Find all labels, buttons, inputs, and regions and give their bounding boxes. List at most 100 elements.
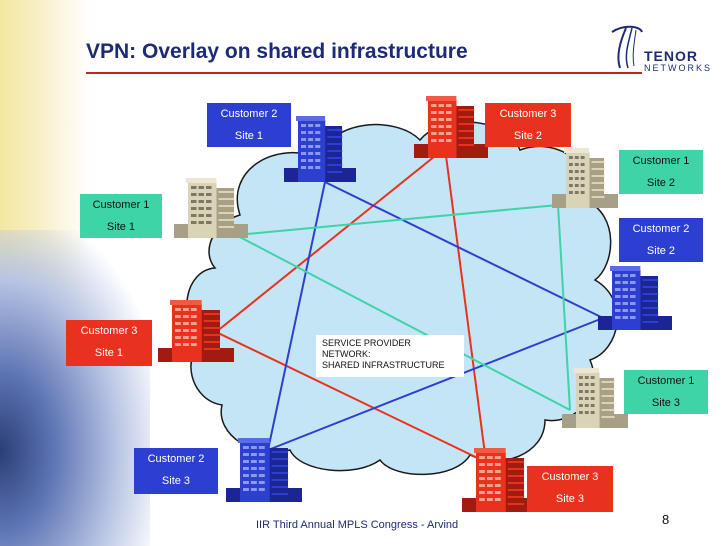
building-window	[271, 458, 289, 460]
building-window	[601, 402, 615, 404]
link-c1s1-c1s3	[235, 234, 571, 411]
building-window	[431, 139, 437, 142]
building-window	[642, 300, 659, 302]
building-window	[507, 475, 525, 477]
building-window	[301, 145, 307, 148]
building-window	[308, 124, 314, 127]
building-front	[240, 442, 270, 502]
building-window	[507, 461, 525, 463]
building-window	[190, 315, 197, 318]
link-c2s2-c2s3	[267, 317, 604, 451]
building-window	[507, 503, 525, 505]
building-window	[486, 470, 493, 473]
building-roof	[610, 266, 641, 271]
building-roof	[426, 96, 457, 101]
building-roof	[170, 300, 202, 305]
tenor-logo: TENOR NETWORKS	[606, 22, 718, 74]
building-window	[591, 196, 605, 198]
building-window	[243, 488, 249, 491]
building-window	[438, 118, 445, 121]
label-site: Site 1	[94, 347, 124, 359]
building-window	[431, 125, 437, 128]
building-window	[601, 395, 615, 397]
building-window	[175, 336, 181, 339]
building-window	[458, 116, 475, 118]
building-window	[590, 376, 595, 379]
building-window	[494, 477, 501, 480]
building-window	[584, 397, 589, 400]
building-window	[191, 193, 197, 196]
building-window	[458, 130, 475, 132]
building-window	[271, 451, 289, 453]
building-window	[494, 491, 501, 494]
building-window	[438, 111, 445, 114]
building-window	[458, 137, 475, 139]
building-window	[580, 163, 585, 166]
building-window	[182, 329, 189, 332]
building-window	[315, 166, 321, 169]
building-window	[243, 467, 249, 470]
building-icon-c3s1	[158, 300, 234, 362]
building-window	[203, 348, 221, 350]
building-window	[590, 390, 595, 393]
building-window	[190, 329, 197, 332]
building-window	[580, 191, 585, 194]
service-provider-label: SERVICE PROVIDER NETWORK: SHARED INFRAST…	[316, 335, 464, 377]
building-icon-c3s3	[462, 448, 538, 512]
link-c3s2-c3s1	[215, 147, 446, 333]
building-window	[218, 226, 235, 228]
building-side	[639, 276, 658, 330]
building-window	[438, 104, 445, 107]
building-window	[479, 463, 485, 466]
building-window	[446, 104, 452, 107]
building-window	[431, 111, 437, 114]
building-window	[218, 212, 235, 214]
building-window	[574, 163, 579, 166]
building-icon-c2s1	[284, 116, 356, 182]
building-window	[507, 468, 525, 470]
building-window	[250, 460, 257, 463]
building-window	[250, 474, 257, 477]
label-customer-1-site-3: Customer 1 Site 3	[624, 370, 708, 414]
building-window	[579, 404, 583, 407]
building-window	[431, 132, 437, 135]
building-window	[574, 184, 579, 187]
building-icon-c1s2	[552, 148, 618, 208]
vpn-links	[215, 147, 604, 463]
building-window	[507, 482, 525, 484]
building-window	[301, 124, 307, 127]
building-window	[642, 307, 659, 309]
building-window	[630, 281, 636, 284]
building-window	[622, 316, 629, 319]
building-window	[479, 491, 485, 494]
building-window	[301, 159, 307, 162]
building-window	[622, 274, 629, 277]
building-window	[327, 129, 343, 131]
building-icon-c1s3	[562, 368, 628, 428]
building-window	[182, 336, 189, 339]
building-window	[327, 143, 343, 145]
building-window	[591, 189, 605, 191]
building-window	[258, 446, 265, 449]
building-window	[431, 104, 437, 107]
building-window	[569, 163, 573, 166]
building-icon-c2s2	[598, 266, 672, 330]
building-window	[315, 138, 321, 141]
building-window	[206, 207, 212, 210]
building-window	[271, 479, 289, 481]
building-window	[642, 293, 659, 295]
building-roof	[296, 116, 326, 121]
building-window	[308, 166, 314, 169]
building-window	[580, 170, 585, 173]
building-window	[458, 123, 475, 125]
building-window	[601, 388, 615, 390]
building-window	[601, 416, 615, 418]
building-window	[615, 274, 621, 277]
label-customer: Customer 1	[92, 199, 150, 211]
building-window	[486, 498, 493, 501]
building-window	[446, 111, 452, 114]
building-window	[218, 205, 235, 207]
building-roof	[474, 448, 506, 453]
building-window	[218, 219, 235, 221]
